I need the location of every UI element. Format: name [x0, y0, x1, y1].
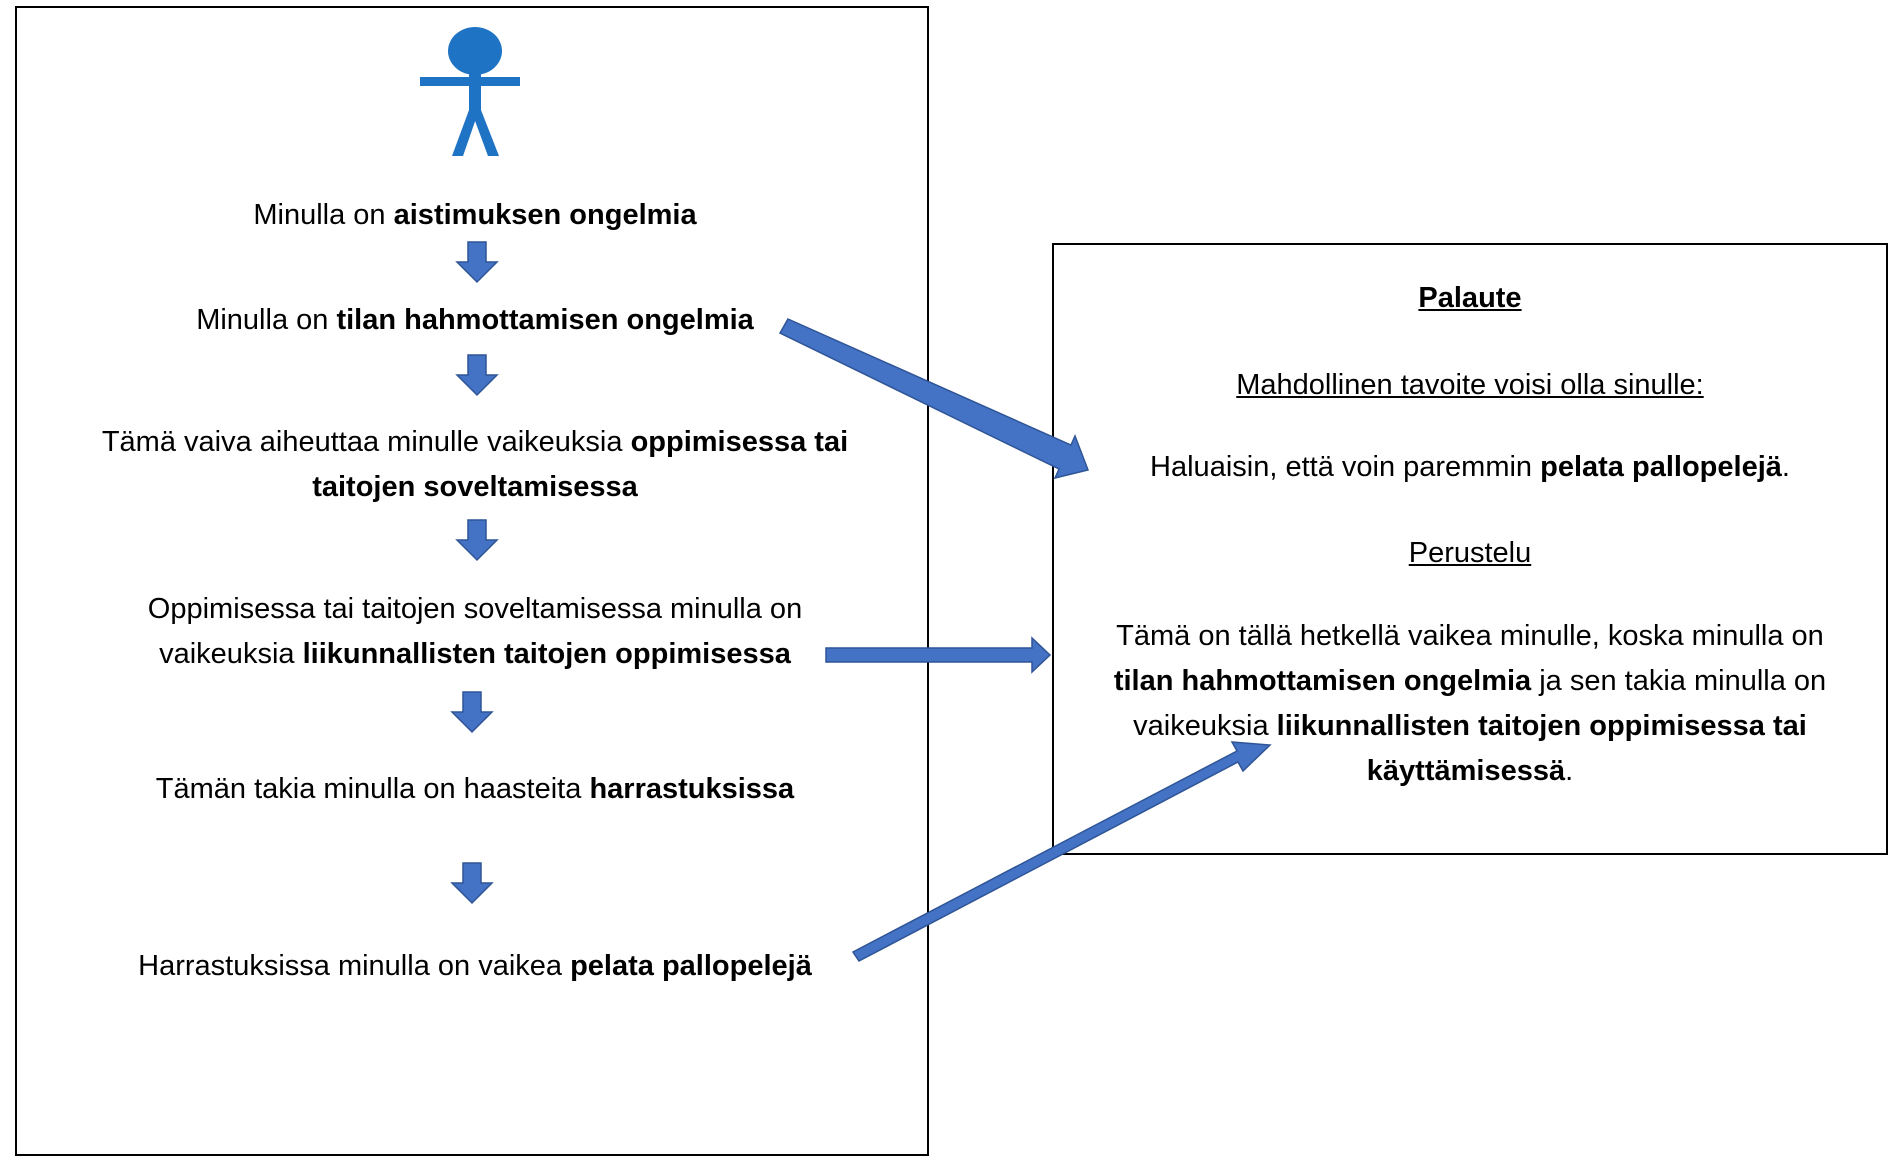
goal-heading: Mahdollinen tavoite voisi olla sinulle:	[1236, 369, 1704, 401]
step-1-text: Minulla on aistimuksen ongelmia	[253, 199, 697, 231]
down-arrow-4	[450, 691, 494, 734]
goal-text: Haluaisin, että voin paremmin pelata pal…	[1150, 451, 1790, 483]
arrow-from-step6	[851, 741, 1272, 962]
step-6-text: Harrastuksissa minulla on vaikea pelata …	[138, 950, 812, 982]
step-2-text: Minulla on tilan hahmottamisen ongelmia	[196, 304, 754, 336]
arrow-to-goal	[778, 318, 1090, 480]
reason-text: Tämä on tällä hetkellä vaikea minulle, k…	[1113, 620, 1827, 787]
arrow-to-reason	[825, 636, 1052, 674]
feedback-title: Palaute	[1418, 282, 1522, 314]
step-3-text: Tämä vaiva aiheuttaa minulle vaikeuksia …	[101, 426, 849, 503]
feedback-panel	[1052, 243, 1888, 855]
down-arrow-2	[455, 354, 499, 397]
step-5-text: Tämän takia minulla on haasteita harrast…	[155, 773, 795, 805]
down-arrow-3	[455, 519, 499, 562]
reason-heading: Perustelu	[1408, 537, 1532, 569]
step-4-text: Oppimisessa tai taitojen soveltamisessa …	[147, 593, 803, 670]
down-arrow-5	[450, 862, 494, 905]
down-arrow-1	[455, 241, 499, 284]
